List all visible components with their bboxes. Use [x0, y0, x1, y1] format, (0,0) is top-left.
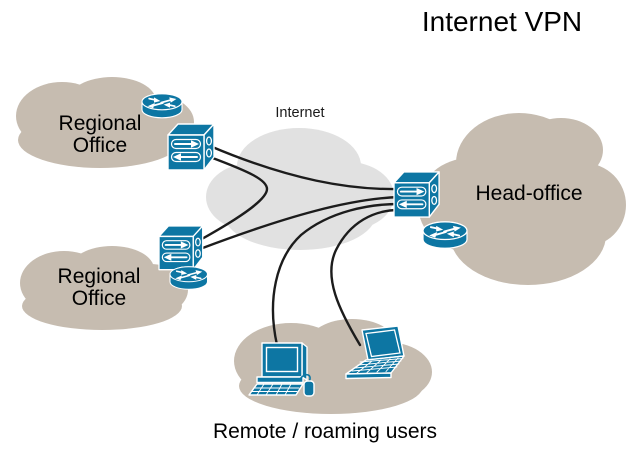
cloud-regional-office-top	[16, 77, 194, 168]
tunnel-desktop-to-head-office	[271, 202, 401, 347]
diagram-title: Internet VPN	[422, 6, 582, 37]
desktop-computer-icon	[248, 342, 315, 397]
laptop-icon	[345, 325, 405, 380]
router-icon-regional-bottom	[169, 265, 209, 291]
tunnel-top-office-to-head-office	[208, 144, 401, 191]
label-regional-office-bottom-line1: Regional	[58, 265, 141, 288]
tunnel-bottom-office-to-head-office	[198, 195, 401, 251]
vpn-gateway-icon-regional-top	[167, 123, 215, 171]
label-regional-office-top-line2: Office	[73, 134, 127, 157]
vpn-gateway-icon-head-office	[393, 170, 441, 219]
tunnel-office-to-office	[198, 155, 269, 242]
label-remote-users: Remote / roaming users	[213, 420, 437, 443]
cloud-regional-office-bottom	[20, 246, 188, 330]
label-head-office: Head-office	[475, 182, 582, 205]
cloud-head-office	[418, 113, 626, 285]
tunnel-laptop-to-head-office	[330, 208, 401, 347]
label-internet: Internet	[275, 105, 324, 121]
router-icon-head-office	[422, 220, 468, 250]
router-icon-regional-top	[141, 92, 183, 119]
vpn-gateway-icon-regional-bottom	[158, 224, 204, 271]
label-regional-office-bottom-line2: Office	[72, 287, 126, 310]
label-regional-office-top-line1: Regional	[59, 112, 142, 135]
